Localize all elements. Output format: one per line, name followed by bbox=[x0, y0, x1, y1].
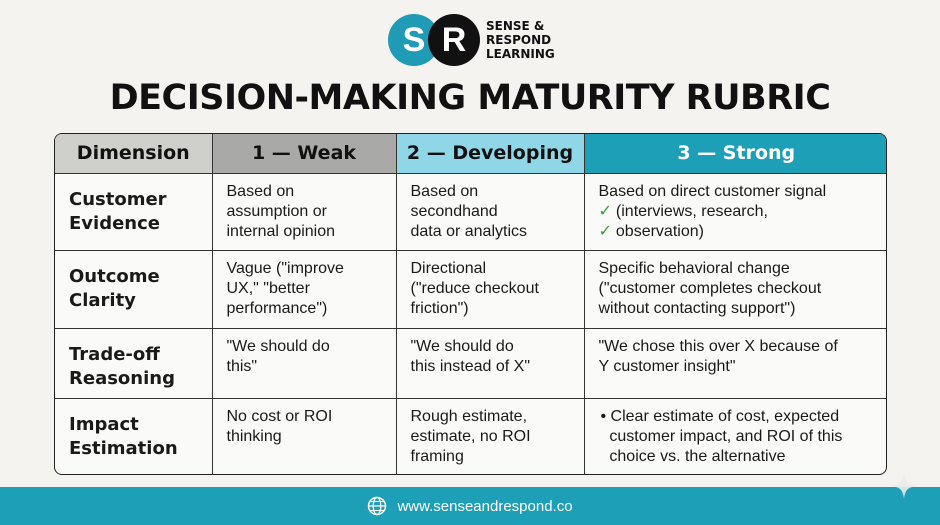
check-icon: ✓ bbox=[598, 202, 612, 220]
dimension-cell: Customer Evidence bbox=[55, 173, 213, 251]
bullet-item: customer impact, and ROI of this bbox=[599, 427, 877, 447]
dimension-cell: Impact Estimation bbox=[55, 398, 213, 474]
bullet-item: choice vs. the alternative bbox=[599, 447, 877, 467]
dimension-line: Clarity bbox=[69, 289, 136, 311]
cell-line: Based on bbox=[410, 182, 479, 200]
sparkle-icon bbox=[891, 473, 917, 499]
cell-text: customer impact, and ROI of this bbox=[609, 427, 843, 445]
dimension-cell: Trade-off Reasoning bbox=[55, 328, 213, 399]
brand-name-line: LEARNING bbox=[486, 47, 555, 61]
dimension-cell: Outcome Clarity bbox=[55, 250, 213, 329]
cell-line: ("customer completes checkout bbox=[598, 279, 822, 297]
brand-name-line: RESPOND bbox=[486, 33, 552, 47]
weak-cell: "We should do this" bbox=[212, 328, 397, 399]
cell-line: ("reduce checkout bbox=[410, 279, 539, 297]
dimension-line: Reasoning bbox=[69, 367, 175, 389]
rubric-table: Dimension 1 — Weak 2 — Developing 3 — St… bbox=[54, 133, 887, 475]
cell-text: observation) bbox=[615, 222, 704, 240]
strong-cell: • Clear estimate of cost, expected custo… bbox=[584, 398, 886, 474]
dimension-line: Outcome bbox=[69, 265, 160, 287]
cell-line: UX," "better bbox=[226, 279, 310, 297]
cell-line: this instead of X" bbox=[410, 357, 531, 375]
dimension-line: Estimation bbox=[69, 437, 178, 459]
developing-cell: Directional ("reduce checkout friction") bbox=[396, 250, 585, 329]
cell-line: "We should do bbox=[226, 337, 330, 355]
strong-cell: Specific behavioral change ("customer co… bbox=[584, 250, 886, 329]
header-strong: 3 — Strong bbox=[584, 134, 886, 174]
strong-cell: Based on direct customer signal ✓(interv… bbox=[584, 173, 886, 251]
globe-icon bbox=[368, 496, 387, 516]
table-row: Outcome Clarity Vague ("improve UX," "be… bbox=[55, 250, 886, 329]
cell-line: this" bbox=[226, 357, 258, 375]
logo-mark: S R bbox=[388, 14, 484, 66]
cell-line: "We chose this over X because of bbox=[598, 337, 838, 355]
brand-name: SENSE & RESPOND LEARNING bbox=[486, 19, 555, 61]
check-line: ✓(interviews, research, bbox=[599, 202, 877, 222]
strong-cell: "We chose this over X because of Y custo… bbox=[584, 328, 886, 399]
cell-line: Rough estimate, bbox=[410, 407, 528, 425]
page-title: DECISION-MAKING MATURITY RUBRIC bbox=[109, 78, 831, 118]
cell-line: Based on direct customer signal bbox=[598, 182, 827, 200]
brand-logo: S R SENSE & RESPOND LEARNING bbox=[388, 14, 555, 66]
cell-line: friction") bbox=[410, 299, 469, 317]
developing-cell: "We should do this instead of X" bbox=[396, 328, 585, 399]
cell-text: Clear estimate of cost, expected bbox=[610, 407, 840, 425]
bullet-item: • Clear estimate of cost, expected bbox=[600, 407, 840, 425]
check-icon: ✓ bbox=[598, 222, 612, 240]
table-row: Customer Evidence Based on assumption or… bbox=[55, 173, 886, 251]
cell-line: secondhand bbox=[410, 202, 498, 220]
weak-cell: No cost or ROI thinking bbox=[212, 398, 397, 474]
dimension-line: Evidence bbox=[69, 212, 160, 234]
cell-line: Directional bbox=[410, 259, 487, 277]
dimension-line: Customer bbox=[69, 188, 167, 210]
cell-line: thinking bbox=[226, 427, 282, 445]
table-row: Impact Estimation No cost or ROI thinkin… bbox=[55, 398, 886, 474]
cell-line: Vague ("improve bbox=[226, 259, 344, 277]
header-weak: 1 — Weak bbox=[212, 134, 397, 174]
brand-name-line: SENSE & bbox=[486, 19, 545, 33]
header-dimension: Dimension bbox=[55, 134, 213, 174]
developing-cell: Rough estimate, estimate, no ROI framing bbox=[396, 398, 585, 474]
cell-line: internal opinion bbox=[226, 222, 336, 240]
weak-cell: Based on assumption or internal opinion bbox=[212, 173, 397, 251]
header-developing: 2 — Developing bbox=[396, 134, 585, 174]
cell-line: assumption or bbox=[226, 202, 328, 220]
website-link[interactable]: www.senseandrespond.co bbox=[397, 497, 573, 515]
cell-line: estimate, no ROI bbox=[410, 427, 531, 445]
cell-line: Y customer insight" bbox=[598, 357, 736, 375]
weak-cell: Vague ("improve UX," "better performance… bbox=[212, 250, 397, 329]
header-row: Dimension 1 — Weak 2 — Developing 3 — St… bbox=[55, 134, 886, 174]
logo-r-circle: R bbox=[428, 14, 480, 66]
dimension-line: Trade-off bbox=[69, 343, 160, 365]
table-row: Trade-off Reasoning "We should do this" … bbox=[55, 328, 886, 399]
cell-line: without contacting support") bbox=[598, 299, 796, 317]
developing-cell: Based on secondhand data or analytics bbox=[396, 173, 585, 251]
dimension-line: Impact bbox=[69, 413, 139, 435]
cell-line: framing bbox=[410, 447, 464, 465]
cell-line: Based on bbox=[226, 182, 295, 200]
cell-line: Specific behavioral change bbox=[598, 259, 790, 277]
cell-text: choice vs. the alternative bbox=[609, 447, 786, 465]
cell-text: (interviews, research, bbox=[615, 202, 768, 220]
cell-line: "We should do bbox=[410, 337, 514, 355]
cell-line: data or analytics bbox=[410, 222, 528, 240]
cell-line: No cost or ROI bbox=[226, 407, 333, 425]
check-line: ✓observation) bbox=[599, 222, 877, 242]
footer-bar: www.senseandrespond.co bbox=[0, 487, 940, 525]
cell-line: performance") bbox=[226, 299, 328, 317]
